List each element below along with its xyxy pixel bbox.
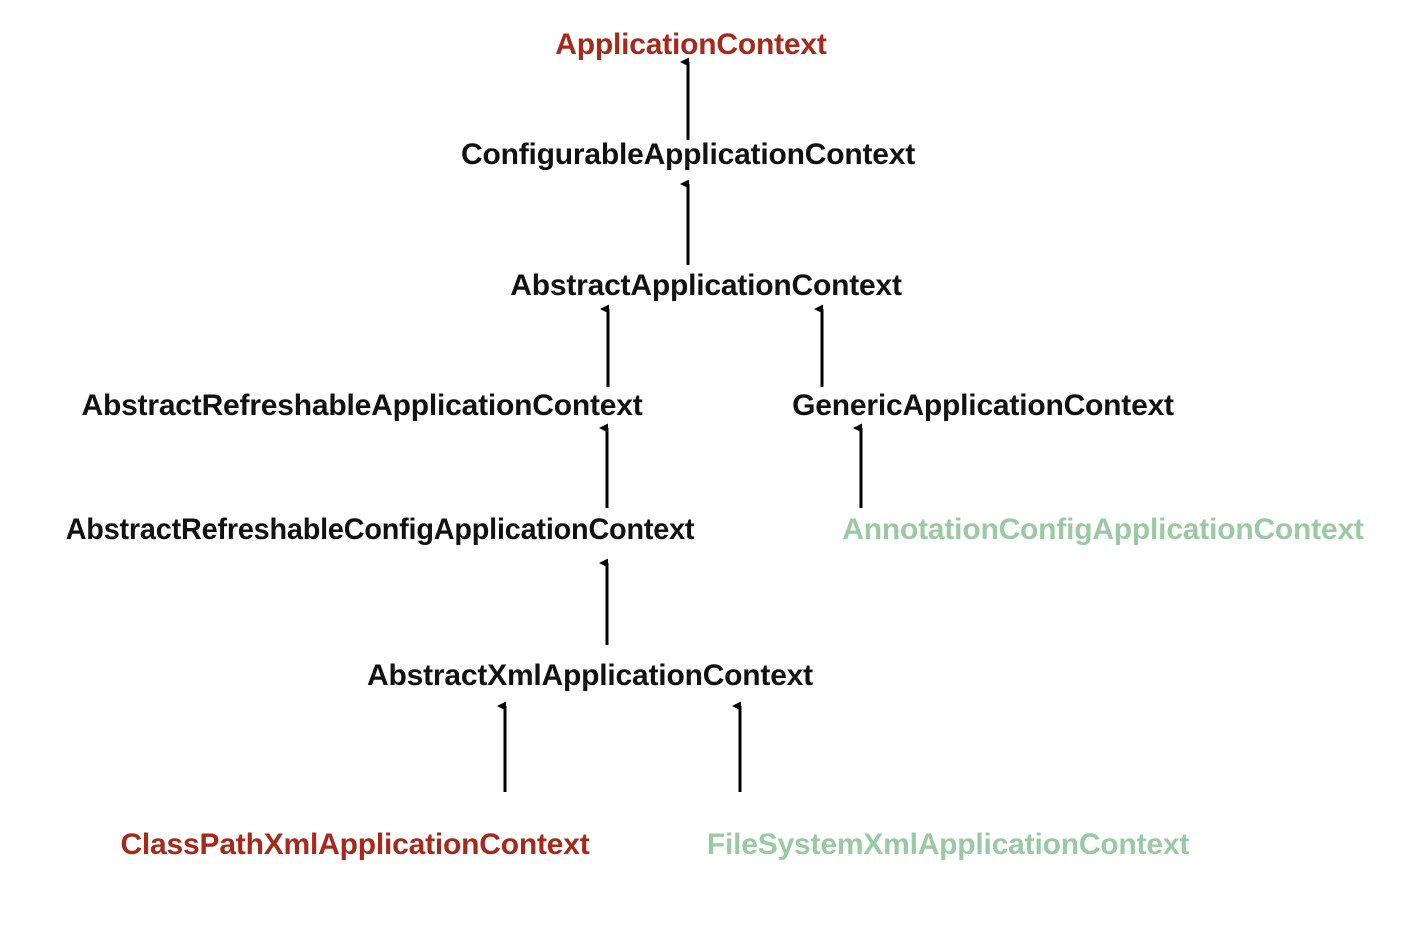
class-node-abstract-application-context: AbstractApplicationContext bbox=[510, 269, 902, 302]
class-node-file-system-xml-application-context: FileSystemXmlApplicationContext bbox=[706, 828, 1190, 861]
class-node-generic-application-context: GenericApplicationContext bbox=[792, 389, 1174, 422]
class-node-abstract-refreshable-config-application-context: AbstractRefreshableConfigApplicationCont… bbox=[65, 513, 695, 546]
class-node-application-context: ApplicationContext bbox=[555, 28, 827, 61]
class-node-abstract-refreshable-application-context: AbstractRefreshableApplicationContext bbox=[81, 389, 643, 422]
class-node-abstract-xml-application-context: AbstractXmlApplicationContext bbox=[367, 659, 813, 692]
class-node-configurable-application-context: ConfigurableApplicationContext bbox=[461, 138, 915, 171]
class-node-annotation-config-application-context: AnnotationConfigApplicationContext bbox=[842, 513, 1364, 546]
class-node-class-path-xml-application-context: ClassPathXmlApplicationContext bbox=[120, 828, 590, 861]
